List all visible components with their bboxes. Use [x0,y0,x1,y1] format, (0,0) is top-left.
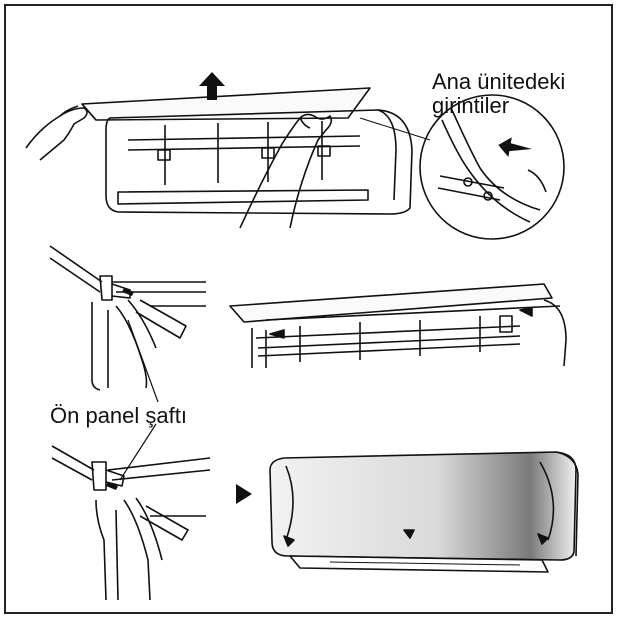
recess-detail-circle [419,94,565,240]
arrow-up-icon [199,72,225,100]
arrow-left-icon [498,137,533,157]
arrow-left-icon [106,482,118,490]
recesses-label-line1: Ana ünitedeki [432,69,566,94]
recesses-label-line2: girintiler [432,93,510,118]
finished-indoor-unit [269,451,579,573]
play-triangle-icon [236,484,252,504]
panel-shaft-label: Ön panel şaftı [50,403,187,428]
arrow-left-icon [122,288,134,296]
step-lift-panel [25,87,431,229]
recesses-label: Ana ünitedeki girintiler [432,70,602,118]
step-panel-engaged [229,283,567,368]
label-pointer-lines [119,319,159,481]
step-shaft-detail-lower [51,445,211,601]
